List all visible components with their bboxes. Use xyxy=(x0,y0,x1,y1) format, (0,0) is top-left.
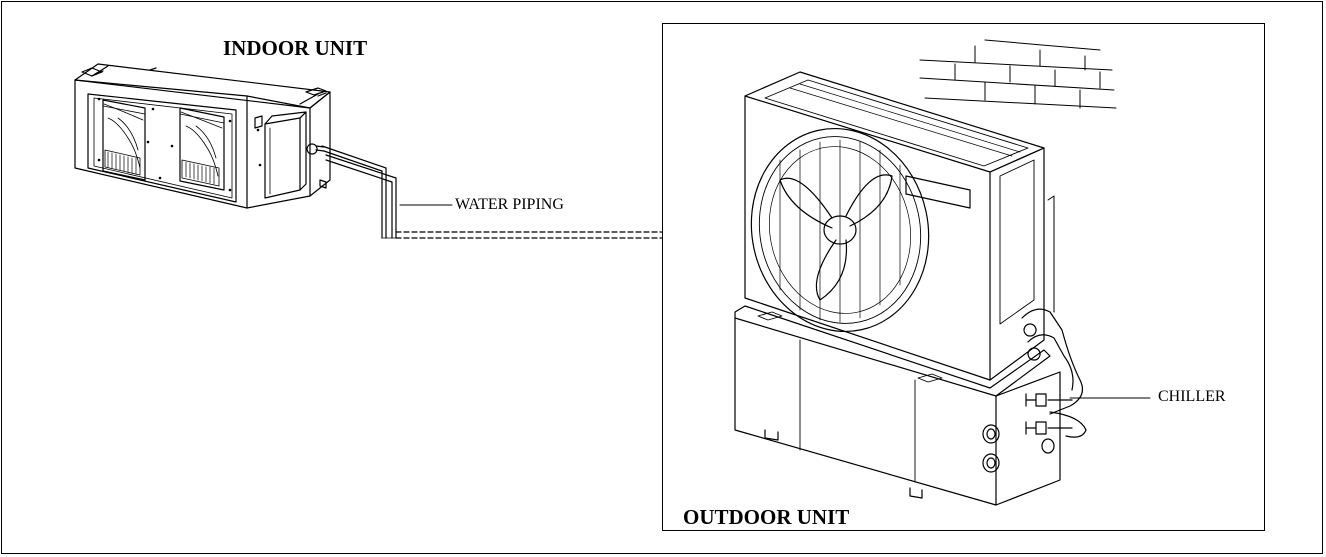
indoor-unit-title: INDOOR UNIT xyxy=(223,36,368,60)
outdoor-unit-drawing xyxy=(734,39,1151,506)
chiller-label: CHILLER xyxy=(1158,388,1226,405)
water-piping-lines xyxy=(321,145,663,239)
indoor-unit-drawing xyxy=(74,63,331,209)
outdoor-unit-box xyxy=(662,23,1265,531)
water-piping-label: WATER PIPING xyxy=(455,196,564,213)
outdoor-unit-title: OUTDOOR UNIT xyxy=(683,505,850,529)
brick-wall xyxy=(919,39,1117,109)
